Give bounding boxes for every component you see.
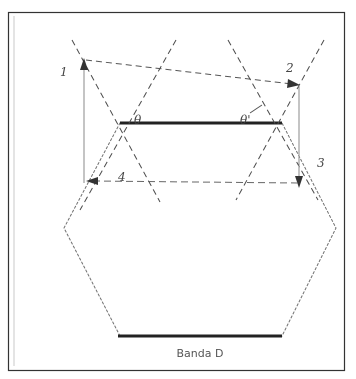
label-theta: θ — [134, 113, 142, 127]
label-2: 2 — [285, 61, 294, 75]
label-4: 4 — [117, 170, 126, 184]
ray-2-line — [85, 59, 293, 85]
dashed-diagonal-right-b — [235, 39, 325, 201]
ray-4-arrowhead — [86, 177, 98, 185]
figure-caption: Banda D — [177, 347, 224, 360]
label-1: 1 — [60, 65, 68, 79]
dashed-diagonal-left-b — [79, 39, 177, 211]
ray-3-arrowhead — [295, 176, 303, 188]
ray-4-line — [93, 180, 299, 184]
theta-prime-pointer — [249, 104, 263, 114]
label-3: 3 — [317, 156, 325, 170]
hexagon-shape — [63, 122, 337, 337]
ray-1-arrowhead — [80, 58, 88, 70]
ray-2-arrowhead — [287, 79, 300, 88]
dashed-diagonal-right-a — [227, 39, 319, 201]
label-theta-prime: θ' — [240, 113, 251, 127]
figure-frame — [7, 11, 346, 372]
